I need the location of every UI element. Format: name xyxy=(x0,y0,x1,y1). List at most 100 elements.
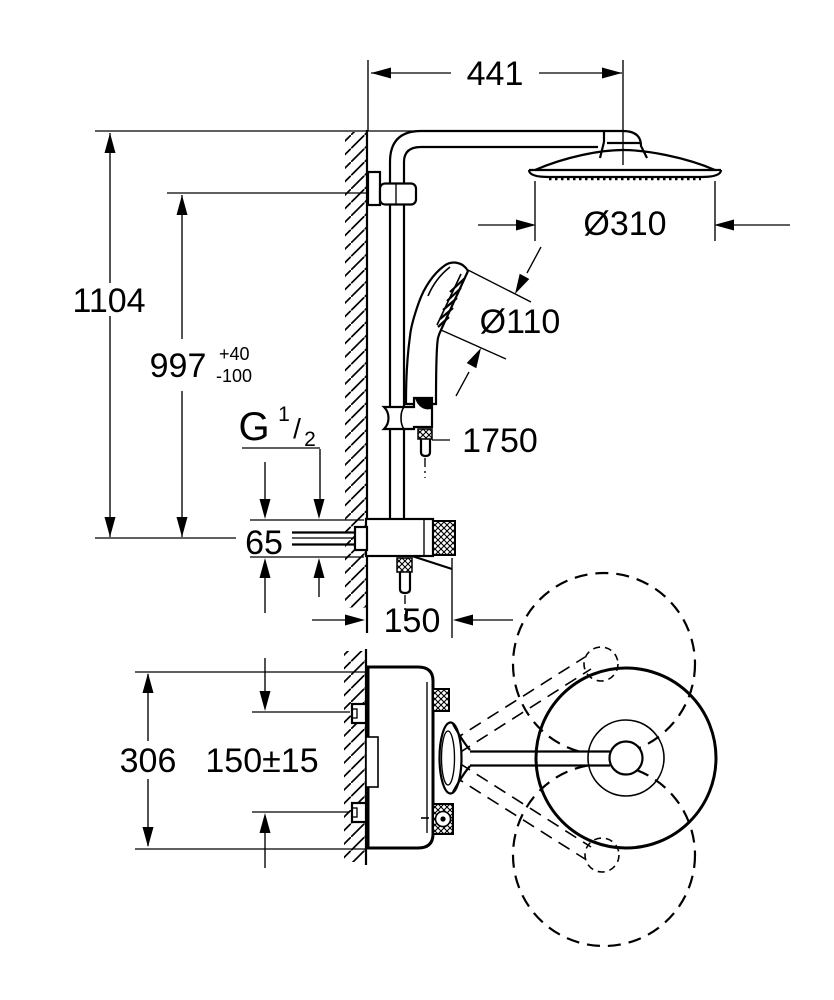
dim-110-tails xyxy=(455,246,542,397)
dim-441-arrow-left xyxy=(371,67,391,79)
dim-306-label: 306 xyxy=(120,742,177,780)
dim-body-height: 65 xyxy=(245,462,364,613)
dim-441-arrow-right xyxy=(602,67,622,79)
top-swivel-arm xyxy=(438,666,718,850)
dim-150-label: 150 xyxy=(384,602,441,640)
dim-997-tol-plus: +40 xyxy=(219,344,250,364)
wall-bracket-flange xyxy=(366,170,382,207)
head-shower-dome xyxy=(534,148,716,172)
supply-elbow-upper xyxy=(350,702,368,725)
dim-306-arrow-top xyxy=(142,673,154,693)
dim-110-arrow-upper xyxy=(515,273,530,294)
swivel-hub-upper xyxy=(583,646,619,682)
arm-fill xyxy=(470,751,610,766)
top-arm-hub xyxy=(608,740,644,776)
hand-shower-assembly xyxy=(381,261,470,478)
outlet-nipple xyxy=(398,572,412,595)
dim-310-arrow-right xyxy=(714,219,734,231)
dim-997-arrow-top xyxy=(176,195,188,215)
top-thermostat xyxy=(350,665,454,850)
dim-hand-diameter: Ø110 xyxy=(440,246,561,397)
dim-65-extension-lines xyxy=(250,519,364,558)
swivel-circle-lower xyxy=(511,762,697,948)
swivel-cone-sides xyxy=(452,723,471,793)
handle-clamp-shadow xyxy=(415,398,431,410)
top-arm-lines xyxy=(470,750,610,767)
dim-supply-height: 997 +40 -100 xyxy=(95,192,367,539)
hose-nut xyxy=(417,428,433,440)
thermostat-chamfer xyxy=(411,554,453,571)
supply-elbow-lower xyxy=(350,801,368,824)
dim-441-label: 441 xyxy=(467,55,524,93)
dim-150-arrow-right xyxy=(453,614,473,626)
thread-leader-lines xyxy=(242,447,321,597)
dim-hose-length: 1750 xyxy=(432,422,538,460)
hand-shower-face-hatch xyxy=(437,277,466,328)
shower-column xyxy=(366,129,723,519)
swivel-hub-lower xyxy=(584,837,620,873)
dim-15015-reference-lines xyxy=(252,711,350,813)
shower-rail xyxy=(388,162,406,519)
wall-hatch xyxy=(345,132,367,608)
dim-306-reference-lines xyxy=(135,671,366,850)
dim-1104-arrow-bottom xyxy=(104,517,116,537)
hand-shower-body xyxy=(404,261,470,406)
swivel-circle-upper xyxy=(511,571,697,757)
dim-306-arrow-bottom xyxy=(142,827,154,847)
dim-110-label: Ø110 xyxy=(480,303,561,341)
top-wall-section xyxy=(344,649,368,865)
wall-bracket-clamp xyxy=(378,182,418,206)
rail-arm-bend xyxy=(388,129,422,163)
dim-65-arrow-bottom xyxy=(259,558,271,578)
front-view: 441 Ø310 Ø110 1750 11 xyxy=(72,55,790,640)
top-head-outer-circle xyxy=(534,666,718,850)
thermostat-body xyxy=(364,517,435,558)
swivel-cone-inner xyxy=(440,730,456,786)
supply-pipe xyxy=(292,531,355,546)
swivel-cone-flange xyxy=(438,721,463,795)
dim-overall-depth: 306 xyxy=(120,671,366,850)
thread-letter: G xyxy=(238,405,269,449)
dim-310-extension-lines xyxy=(534,181,716,241)
top-knob-upper xyxy=(432,688,450,712)
hose-connector xyxy=(419,439,432,458)
shower-arm xyxy=(421,129,604,149)
supply-elbow-upper-notch xyxy=(351,708,358,719)
dim-65-arrow-top xyxy=(259,499,271,519)
dim-15015-arrow-upper xyxy=(259,691,271,711)
thread-arrow-upper xyxy=(313,499,325,519)
thread-slash: / xyxy=(293,413,301,444)
dim-997-arrow-bottom xyxy=(176,517,188,537)
dim-1104-label: 1104 xyxy=(72,282,145,320)
outlet-nut xyxy=(396,557,413,573)
head-shower-spray-plate xyxy=(527,168,723,179)
top-wall-hatch xyxy=(344,651,366,862)
dim-supply-spacing: 150±15 xyxy=(205,658,350,868)
dim-997-tol-minus: -100 xyxy=(216,366,252,386)
dim-150-arrow-left xyxy=(345,614,365,626)
dim-1104-arrow-top xyxy=(104,133,116,153)
top-mounting-plate xyxy=(365,736,379,788)
dim-arm-reach: 441 xyxy=(367,55,624,165)
supply-union-nut xyxy=(353,525,369,552)
dim-110-tangent-lines xyxy=(440,269,532,360)
thermostat-valve xyxy=(292,517,456,620)
thread-arrow-lower xyxy=(313,558,325,578)
thread-numerator: 1 xyxy=(278,403,290,426)
supply-elbow-lower-notch xyxy=(351,807,358,818)
top-view: 306 150±15 xyxy=(120,571,718,948)
dim-projection: 150 xyxy=(312,558,513,640)
dim-15015-arrow-lower xyxy=(259,813,271,833)
slider-waist xyxy=(400,406,405,430)
dim-15015-label: 150±15 xyxy=(205,742,318,780)
dim-1750-label: 1750 xyxy=(462,422,538,460)
dim-310-arrow-left xyxy=(516,219,536,231)
dim-110-arrow-lower xyxy=(466,348,481,369)
dim-997-label: 997 xyxy=(150,347,207,385)
temperature-knob xyxy=(432,520,456,556)
dim-65-label: 65 xyxy=(245,524,283,562)
dim-head-diameter: Ø310 xyxy=(478,181,790,243)
thread-label-g-half: G 1 / 2 xyxy=(238,403,325,597)
